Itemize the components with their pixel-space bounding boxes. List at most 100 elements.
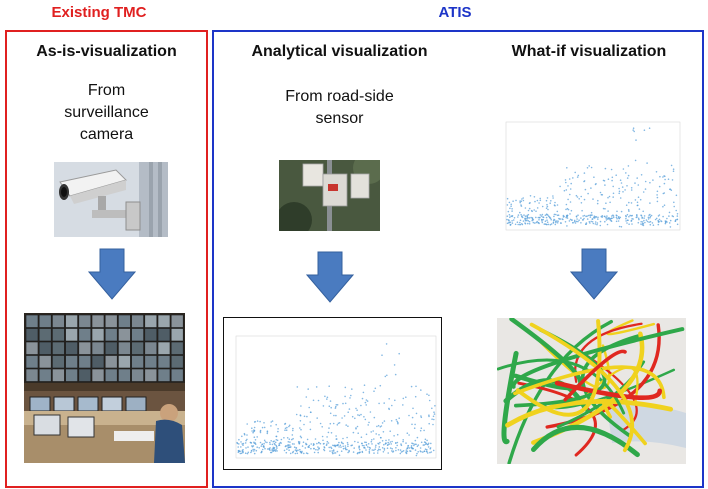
scatter-point — [511, 208, 513, 210]
camera-source-line-2: surveillance — [64, 104, 149, 121]
scatter-point — [306, 452, 309, 455]
scatter-point — [555, 221, 557, 224]
scatter-point — [643, 215, 646, 217]
scatter-point — [279, 441, 282, 444]
scatter-point — [627, 209, 630, 211]
scatter-point — [567, 185, 569, 187]
scatter-point — [361, 444, 364, 447]
scatter-point — [575, 215, 578, 217]
scatter-point — [284, 423, 286, 425]
scatter-point — [526, 214, 528, 217]
scatter-point — [569, 201, 572, 203]
scatter-point — [582, 215, 584, 217]
scatter-point — [253, 450, 255, 452]
scatter-point — [428, 399, 431, 402]
scatter-point — [272, 440, 274, 443]
scatter-point — [241, 443, 243, 445]
scatter-point — [373, 452, 375, 454]
scatter-point — [424, 438, 427, 441]
scatter-point — [664, 178, 666, 181]
scatter-point — [429, 448, 431, 450]
scatter-point — [552, 222, 555, 224]
scatter-point — [276, 450, 278, 452]
scatter-point — [655, 171, 658, 173]
scatter-point — [519, 221, 521, 224]
scatter-point — [524, 207, 527, 209]
scatter-point — [375, 444, 377, 447]
scatter-point — [558, 217, 560, 220]
scatter-point — [647, 216, 650, 219]
scatter-point — [388, 439, 390, 441]
scatter-point — [608, 217, 610, 220]
scatter-point — [432, 423, 434, 426]
scatter-point — [284, 429, 286, 431]
scatter-point — [316, 442, 318, 445]
scatter-point — [329, 400, 332, 402]
scatter-point — [620, 182, 623, 184]
scatter-point — [510, 203, 512, 206]
scatter-point — [559, 185, 561, 188]
scatter-point — [640, 223, 642, 225]
scatter-point — [364, 441, 366, 443]
scatter-point — [507, 210, 510, 213]
scatter-point — [299, 414, 302, 417]
scatter-point — [380, 425, 383, 427]
scatter-point — [350, 444, 352, 447]
scatter-point — [611, 215, 613, 217]
scatter-point — [283, 437, 285, 439]
scatter-point — [575, 194, 578, 197]
scatter-point — [365, 399, 368, 401]
scatter-point — [353, 447, 355, 449]
scatter-point — [398, 417, 400, 419]
scatter-point — [398, 352, 400, 355]
scatter-point — [389, 447, 392, 449]
scatter-point — [604, 167, 607, 170]
scatter-point — [394, 373, 397, 376]
scatter-point — [373, 438, 375, 440]
scatter-point — [272, 447, 275, 450]
scatter-point — [402, 397, 405, 400]
scatter-point — [334, 407, 337, 409]
scatter-point — [393, 435, 395, 437]
scatter-point — [399, 449, 402, 451]
scatter-point — [371, 443, 373, 445]
scatter-point — [433, 413, 436, 415]
scatter-point — [506, 215, 509, 217]
scatter-point — [396, 420, 398, 423]
scatter-point — [242, 444, 244, 446]
scatter-point — [549, 217, 552, 220]
scatter-point — [285, 451, 288, 454]
scatter-point — [588, 221, 591, 223]
scatter-point — [277, 430, 279, 433]
scatter-point — [362, 391, 365, 394]
scatter-point — [429, 451, 431, 454]
scatter-point — [270, 451, 273, 454]
scatter-point — [309, 428, 312, 431]
scatter-point — [383, 447, 386, 450]
scatter-point — [626, 222, 628, 224]
scatter-point — [335, 405, 337, 408]
scatter-point — [370, 440, 373, 443]
scatter-point — [604, 215, 606, 218]
scatter-point — [656, 200, 659, 203]
scatter-point — [408, 447, 411, 449]
scatter-point — [412, 442, 414, 445]
scatter-point — [364, 401, 367, 404]
scatter-point — [604, 184, 606, 186]
scatter-point — [426, 448, 428, 451]
scatter-point — [671, 215, 674, 217]
scatter-point — [288, 424, 291, 427]
scatter-point — [346, 436, 348, 439]
scatter-point — [531, 219, 533, 222]
atis-box — [212, 30, 704, 488]
scatter-point — [298, 441, 301, 443]
scatter-point — [416, 445, 419, 448]
scatter-point — [379, 384, 382, 387]
scatter-point — [270, 440, 272, 442]
scatter-point — [553, 215, 555, 218]
scatter-point — [433, 411, 435, 413]
sensor-source-line-2: sensor — [315, 110, 364, 127]
scatter-point — [259, 430, 262, 433]
scatter-point — [535, 221, 538, 224]
scatter-point — [550, 218, 552, 221]
